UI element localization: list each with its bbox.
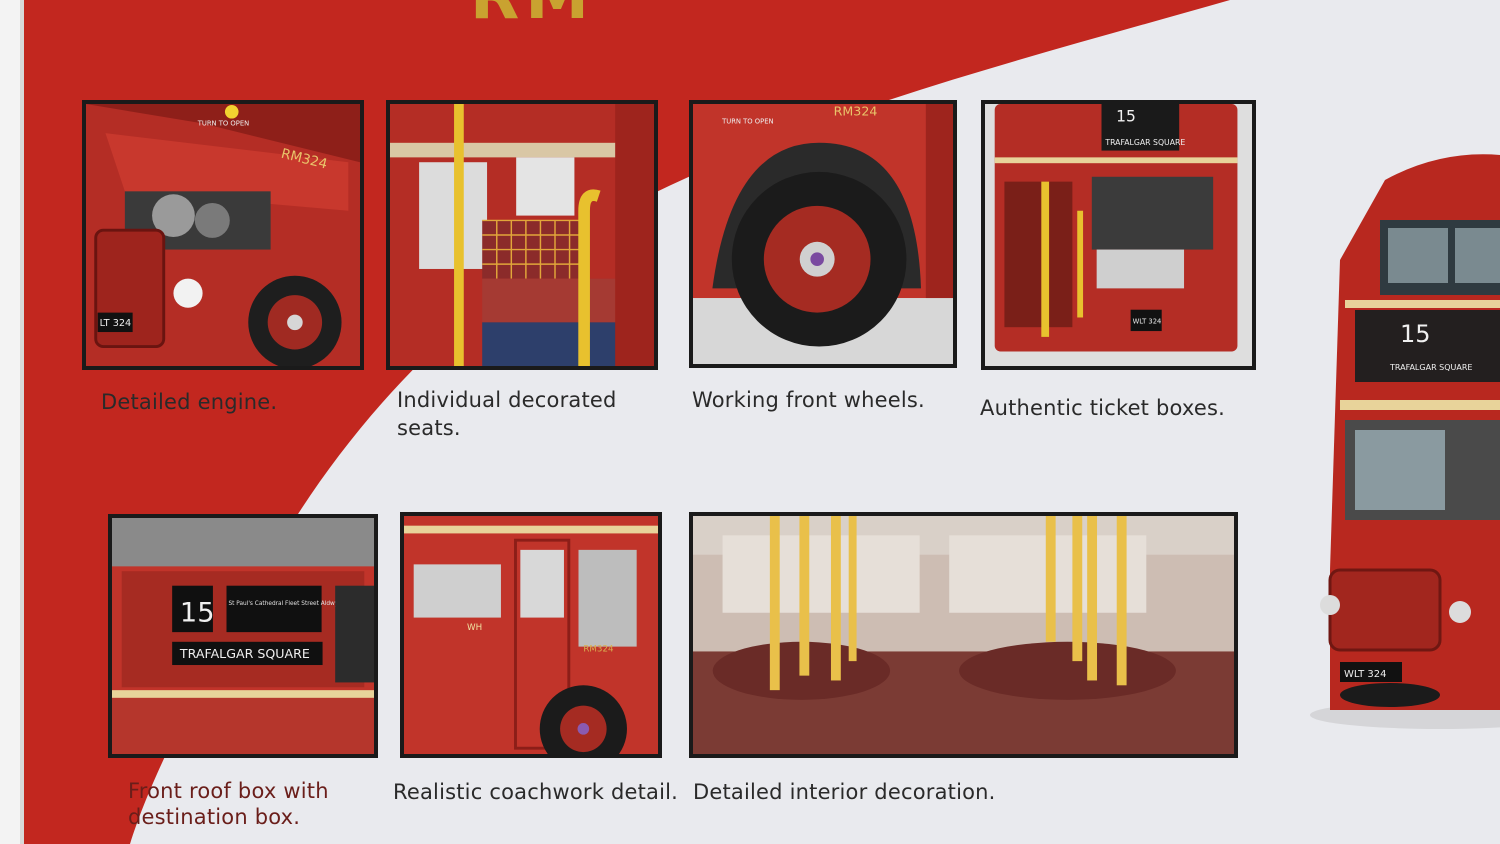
caption-roof-box: Front roof box with destination box. [128, 779, 329, 829]
coach-fleet-number: RM324 [583, 644, 614, 654]
caption-detailed-engine: Detailed engine. [101, 390, 278, 414]
caption-front-wheels: Working front wheels. [692, 388, 925, 412]
caption-coachwork: Realistic coachwork detail. [393, 780, 679, 804]
package-title: RM [470, 0, 595, 34]
engine-plate-text: LT 324 [100, 318, 132, 329]
wheels-sign-text: TURN TO OPEN [721, 117, 773, 125]
photo-coachwork: WH RM324 [400, 512, 662, 758]
caption-decorated-seats: Individual decorated seats. [397, 388, 617, 440]
ticket-plate: WLT 324 [1133, 317, 1162, 325]
coach-code: WH [467, 623, 482, 633]
photo-roof-box: 15 St Paul's Cathedral Fleet Street Aldw… [108, 514, 378, 758]
hero-route-number: 15 [1400, 320, 1431, 348]
caption-ticket-boxes: Authentic ticket boxes. [980, 396, 1226, 420]
hero-destination: TRAFALGAR SQUARE [1389, 363, 1472, 372]
roof-route-number: 15 [180, 598, 215, 629]
hero-bus-illustration: 15 TRAFALGAR SQUARE WLT 324 [1310, 154, 1500, 729]
roof-via-text: St Paul's Cathedral Fleet Street Aldwych [228, 601, 345, 607]
photo-decorated-seats [386, 100, 658, 370]
ticket-route-number: 15 [1116, 107, 1136, 125]
photo-detailed-engine: LT 324 RM324 TURN TO OPEN [82, 100, 364, 370]
wheels-fleet-number: RM324 [834, 104, 878, 119]
ticket-destination: TRAFALGAR SQUARE [1104, 138, 1185, 147]
photo-front-wheels: RM324 TURN TO OPEN [689, 100, 957, 368]
hero-plate: WLT 324 [1344, 669, 1386, 680]
photo-ticket-boxes: 15 TRAFALGAR SQUARE WLT 324 [981, 100, 1256, 370]
roof-destination: TRAFALGAR SQUARE [179, 646, 310, 661]
caption-interior: Detailed interior decoration. [693, 780, 996, 804]
photo-interior [689, 512, 1238, 758]
engine-sign-text: TURN TO OPEN [197, 119, 250, 127]
